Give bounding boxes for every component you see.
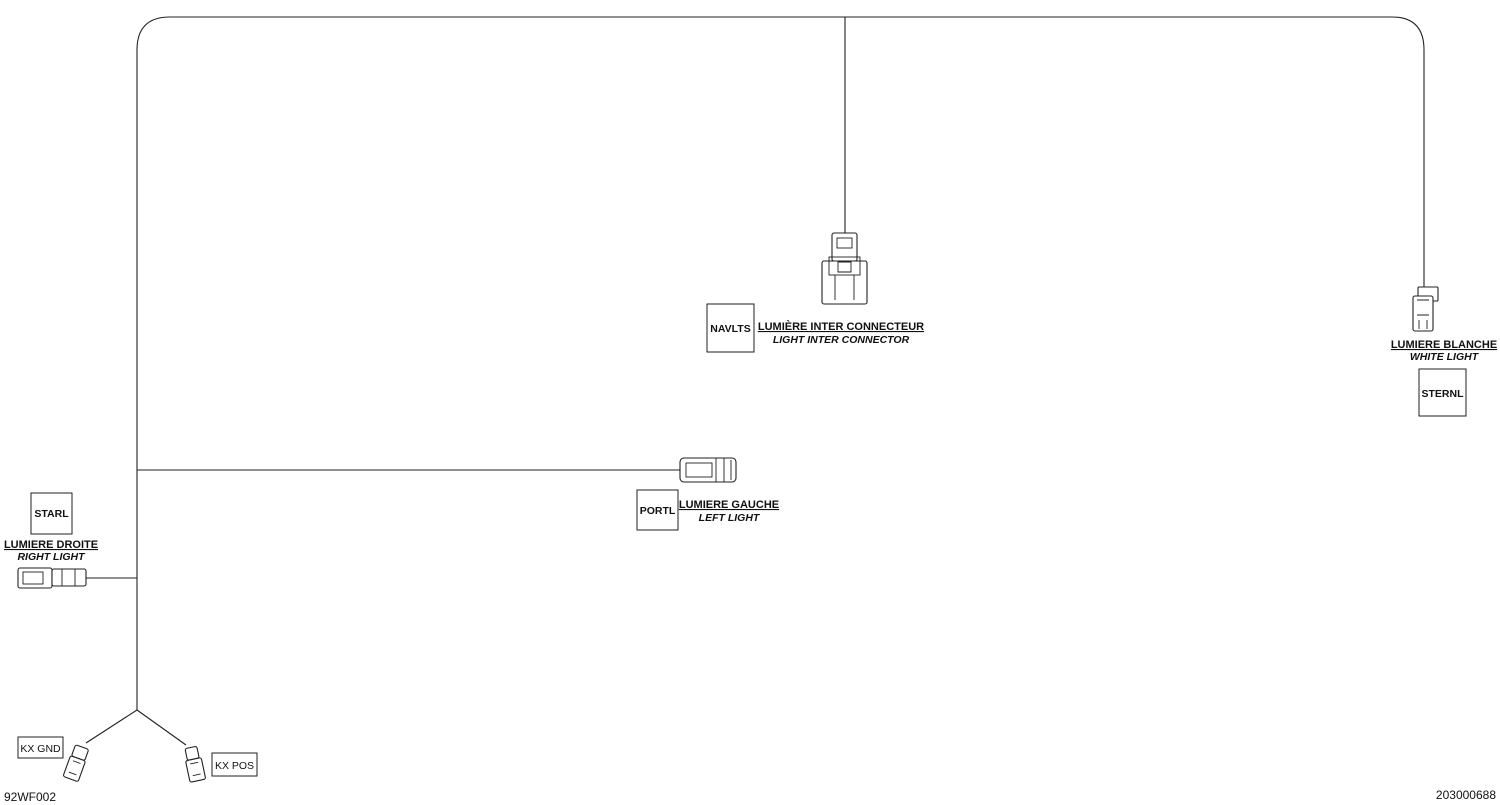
navlts-connector[interactable]: [821, 232, 868, 305]
portl-code-box: PORTL: [636, 489, 679, 531]
sternl-label-en: WHITE LIGHT: [1410, 351, 1480, 363]
sternl-connector[interactable]: [1412, 286, 1439, 332]
sternl-code-box: STERNL: [1418, 368, 1467, 417]
navlts-label-en: LIGHT INTER CONNECTOR: [773, 334, 910, 346]
harness-wires: [85, 16, 1425, 746]
main-trunk-wire: [136, 16, 1425, 710]
kx-gnd-branch-wire: [85, 709, 138, 744]
kx-gnd-code: KX GND: [20, 743, 61, 755]
starl-connector[interactable]: [17, 567, 87, 589]
starl-code-box: STARL: [30, 492, 73, 535]
portl-label-fr: LUMIERE GAUCHE: [679, 499, 779, 511]
sternl-code: STERNL: [1422, 388, 1465, 400]
kx-gnd-terminal[interactable]: [63, 744, 90, 782]
navlts-label-fr: LUMIÈRE INTER CONNECTEUR: [758, 320, 924, 333]
kx-gnd-code-box: KX GND: [17, 736, 64, 759]
starl-label-fr: LUMIERE DROITE: [4, 539, 98, 551]
sternl-label-fr: LUMIERE BLANCHE: [1391, 339, 1497, 351]
navlts-code-box: NAVLTS: [706, 303, 755, 353]
starl-label-en: RIGHT LIGHT: [17, 551, 86, 563]
portl-connector[interactable]: [679, 457, 737, 483]
footer-right-code: 203000688: [1436, 788, 1496, 802]
portl-label-en: LEFT LIGHT: [699, 512, 761, 524]
kx-pos-code: KX POS: [215, 760, 254, 772]
starl-code: STARL: [34, 508, 69, 520]
kx-pos-branch-wire: [136, 709, 187, 746]
kx-pos-terminal[interactable]: [183, 746, 206, 783]
portl-code: PORTL: [640, 505, 676, 517]
navlts-code: NAVLTS: [710, 323, 750, 335]
kx-pos-code-box: KX POS: [211, 752, 258, 777]
footer-left-code: 92WF002: [4, 790, 56, 804]
